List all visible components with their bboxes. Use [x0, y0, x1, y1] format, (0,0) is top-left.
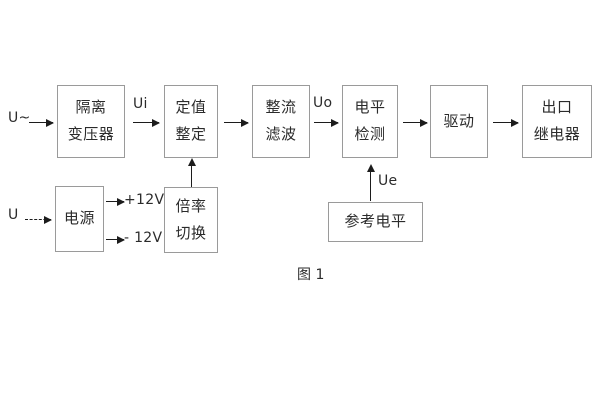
block-line: 切换	[175, 223, 207, 242]
block-reference-level: 参考电平	[328, 202, 423, 242]
arrow-dc-input-to-power-supply	[25, 215, 52, 224]
signal-label-ui: Ui	[133, 96, 148, 112]
arrow-drive-to-output-relay	[493, 118, 519, 127]
arrow-level-detection-to-drive	[403, 118, 428, 127]
block-line: 参考电平	[344, 212, 407, 231]
block-line: 倍率	[175, 196, 207, 215]
arrow-isolation-transformer-to-setting-value	[133, 118, 160, 127]
arrow-setting-value-to-rectify-filter	[224, 118, 249, 127]
block-line: 电源	[63, 209, 95, 228]
block-level-detection: 电平 检测	[342, 85, 398, 158]
block-line: 检测	[354, 125, 386, 143]
signal-label-positive-rail: +12V	[124, 192, 165, 208]
signal-label-ac-input: U~	[8, 110, 31, 126]
block-line: 出口	[541, 98, 573, 117]
arrow-multiplier-switch-to-setting-value	[187, 158, 196, 187]
signal-label-dc-input: U	[8, 207, 19, 223]
figure-caption: 图 1	[297, 267, 325, 283]
block-line: 变压器	[67, 125, 115, 143]
arrow-rectify-filter-to-level-detection	[314, 118, 339, 127]
block-line: 滤波	[265, 125, 297, 143]
block-line: 隔离	[75, 98, 107, 117]
signal-label-negative-rail: - 12V	[124, 230, 163, 246]
block-multiplier-switch: 倍率 切换	[164, 187, 218, 253]
block-line: 整定	[175, 125, 207, 143]
signal-label-ue: Ue	[378, 173, 398, 189]
block-power-supply: 电源	[55, 186, 104, 252]
block-line: 整流	[265, 98, 297, 117]
block-line: 电平	[354, 98, 386, 117]
arrow-ac-input-to-isolation-transformer	[29, 118, 54, 127]
block-setting-value: 定值 整定	[164, 85, 218, 158]
block-line: 继电器	[533, 125, 581, 143]
block-drive: 驱动	[430, 85, 488, 158]
block-output-relay: 出口 继电器	[522, 85, 592, 158]
arrow-power-supply-positive-rail	[106, 197, 125, 206]
arrow-power-supply-negative-rail	[106, 235, 125, 244]
block-line: 定值	[175, 98, 207, 117]
block-line: 驱动	[443, 111, 475, 130]
signal-label-uo: Uo	[313, 95, 333, 111]
block-rectify-filter: 整流 滤波	[252, 85, 310, 158]
arrow-reference-level-to-level-detection	[366, 164, 375, 201]
block-isolation-transformer: 隔离 变压器	[57, 85, 125, 158]
